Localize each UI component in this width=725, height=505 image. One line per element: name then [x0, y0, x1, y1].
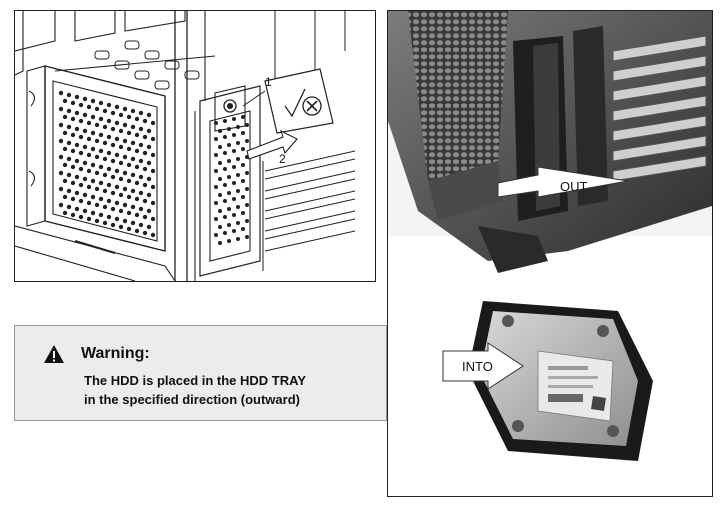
step-arrow-2: [247, 131, 297, 159]
case-diagram-panel: 1 2: [14, 10, 376, 282]
hdd-photo-panel: OUT INTO: [387, 10, 713, 497]
case-line-drawing: 1 2: [15, 11, 375, 281]
warning-line-1: The HDD is placed in the HDD TRAY: [84, 371, 306, 390]
warning-body: The HDD is placed in the HDD TRAY in the…: [84, 371, 306, 409]
hdd-install-photo: OUT INTO: [388, 11, 712, 496]
screw-callout: [243, 69, 333, 133]
pc-case: [388, 11, 712, 273]
warning-triangle-icon: [43, 344, 65, 364]
warning-box: Warning: The HDD is placed in the HDD TR…: [14, 325, 387, 421]
out-label: OUT: [560, 179, 588, 194]
step-1-label: 1: [265, 75, 272, 89]
step-2-label: 2: [279, 152, 286, 166]
warning-line-2: in the specified direction (outward): [84, 390, 306, 409]
warning-title: Warning:: [81, 345, 150, 363]
into-label: INTO: [462, 359, 493, 374]
